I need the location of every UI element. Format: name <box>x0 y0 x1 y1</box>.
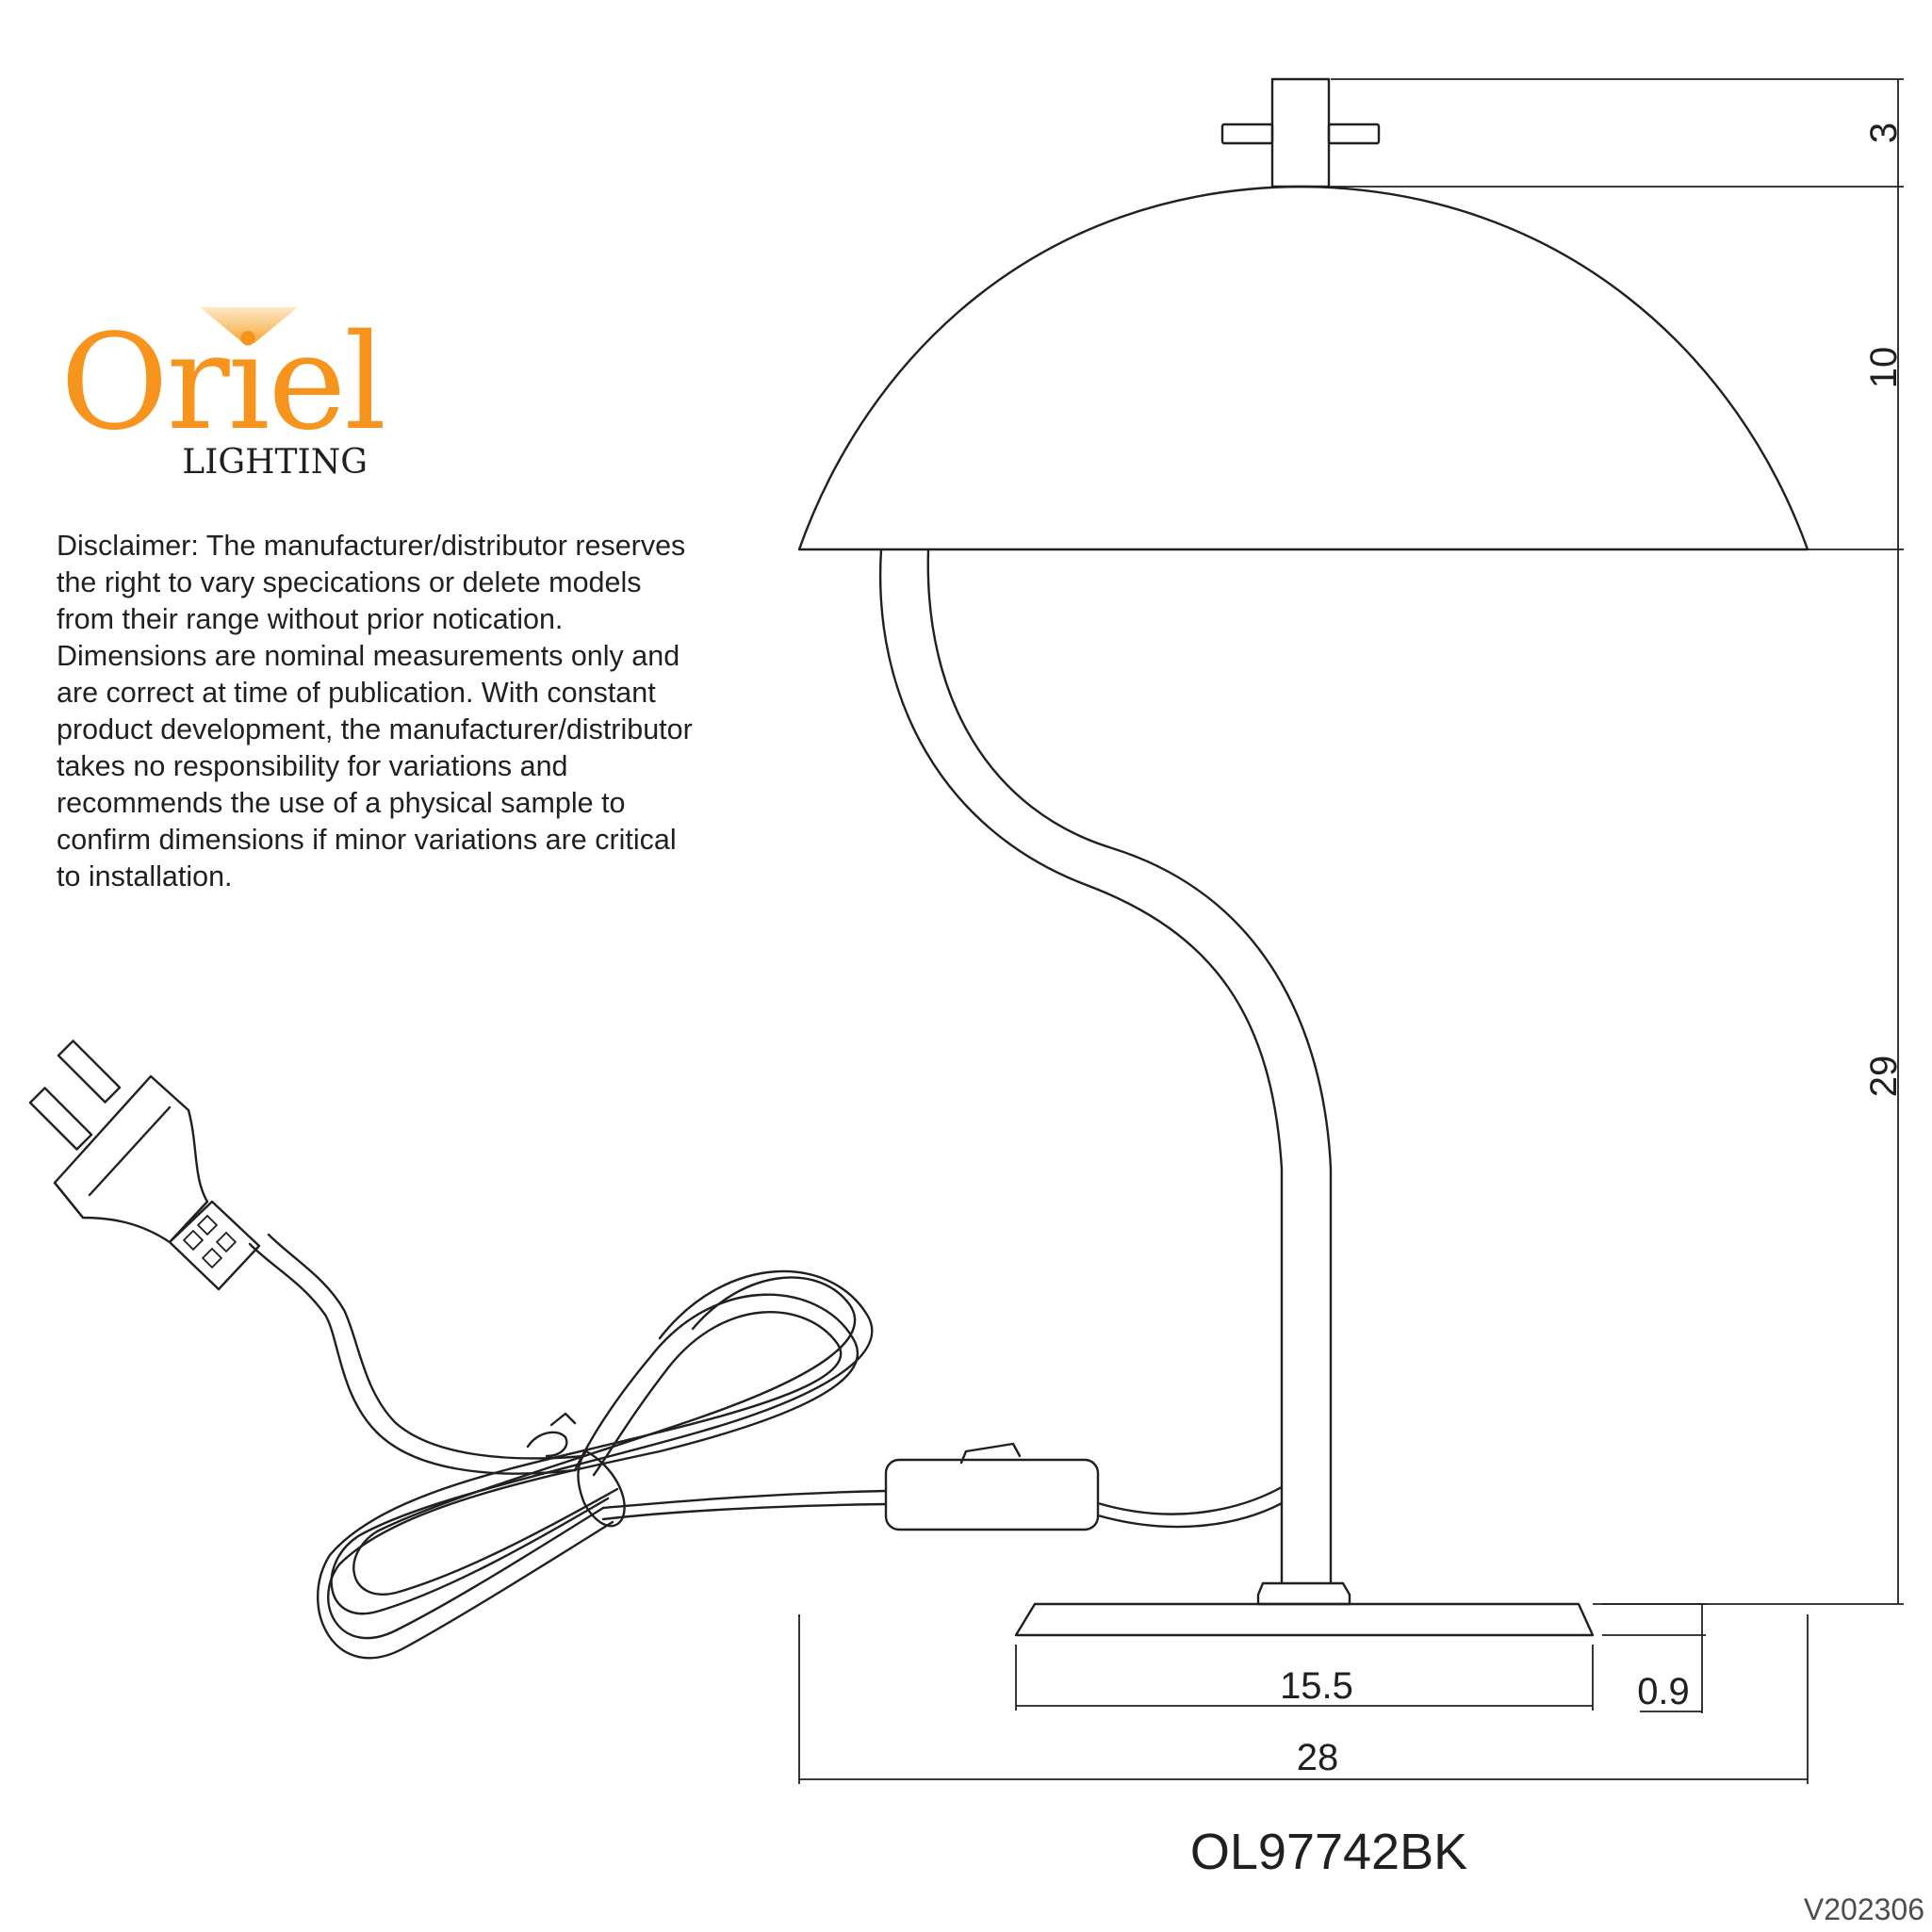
dim-overall-width-label: 28 <box>1297 1737 1339 1778</box>
version-label: V202306 <box>1803 1892 1924 1926</box>
dim-base-width-label: 15.5 <box>1280 1665 1353 1707</box>
dim-base-thickness-label: 0.9 <box>1637 1671 1690 1712</box>
brand-name: Oriel <box>60 306 385 460</box>
lamp-arm <box>878 548 1333 1585</box>
inline-switch <box>884 1442 1100 1531</box>
lamp-cord <box>1096 1485 1284 1529</box>
model-number: OL97742BK <box>1189 1824 1468 1880</box>
dim-stem-height-label: 29 <box>1863 1056 1905 1098</box>
lamp-finial <box>1220 77 1381 188</box>
disclaimer-text: Disclaimer: The manufacturer/distributor… <box>57 530 693 892</box>
base-dimension-lines <box>798 1603 1809 1784</box>
lamp-collar <box>1256 1581 1351 1606</box>
lamp-shade <box>797 185 1809 551</box>
dim-shade-height-label: 10 <box>1863 347 1905 389</box>
light-beam-icon <box>200 307 298 343</box>
lamp-base <box>1014 1602 1595 1637</box>
brand-sub: LIGHTING <box>182 443 368 481</box>
dim-top-cap-label: 3 <box>1863 123 1905 143</box>
vertical-dimension-lines <box>1329 78 1904 1605</box>
power-plug <box>28 1040 261 1291</box>
coiled-cable <box>248 1233 888 1660</box>
oriel-lighting-logo: Oriel LIGHTING <box>60 306 386 481</box>
